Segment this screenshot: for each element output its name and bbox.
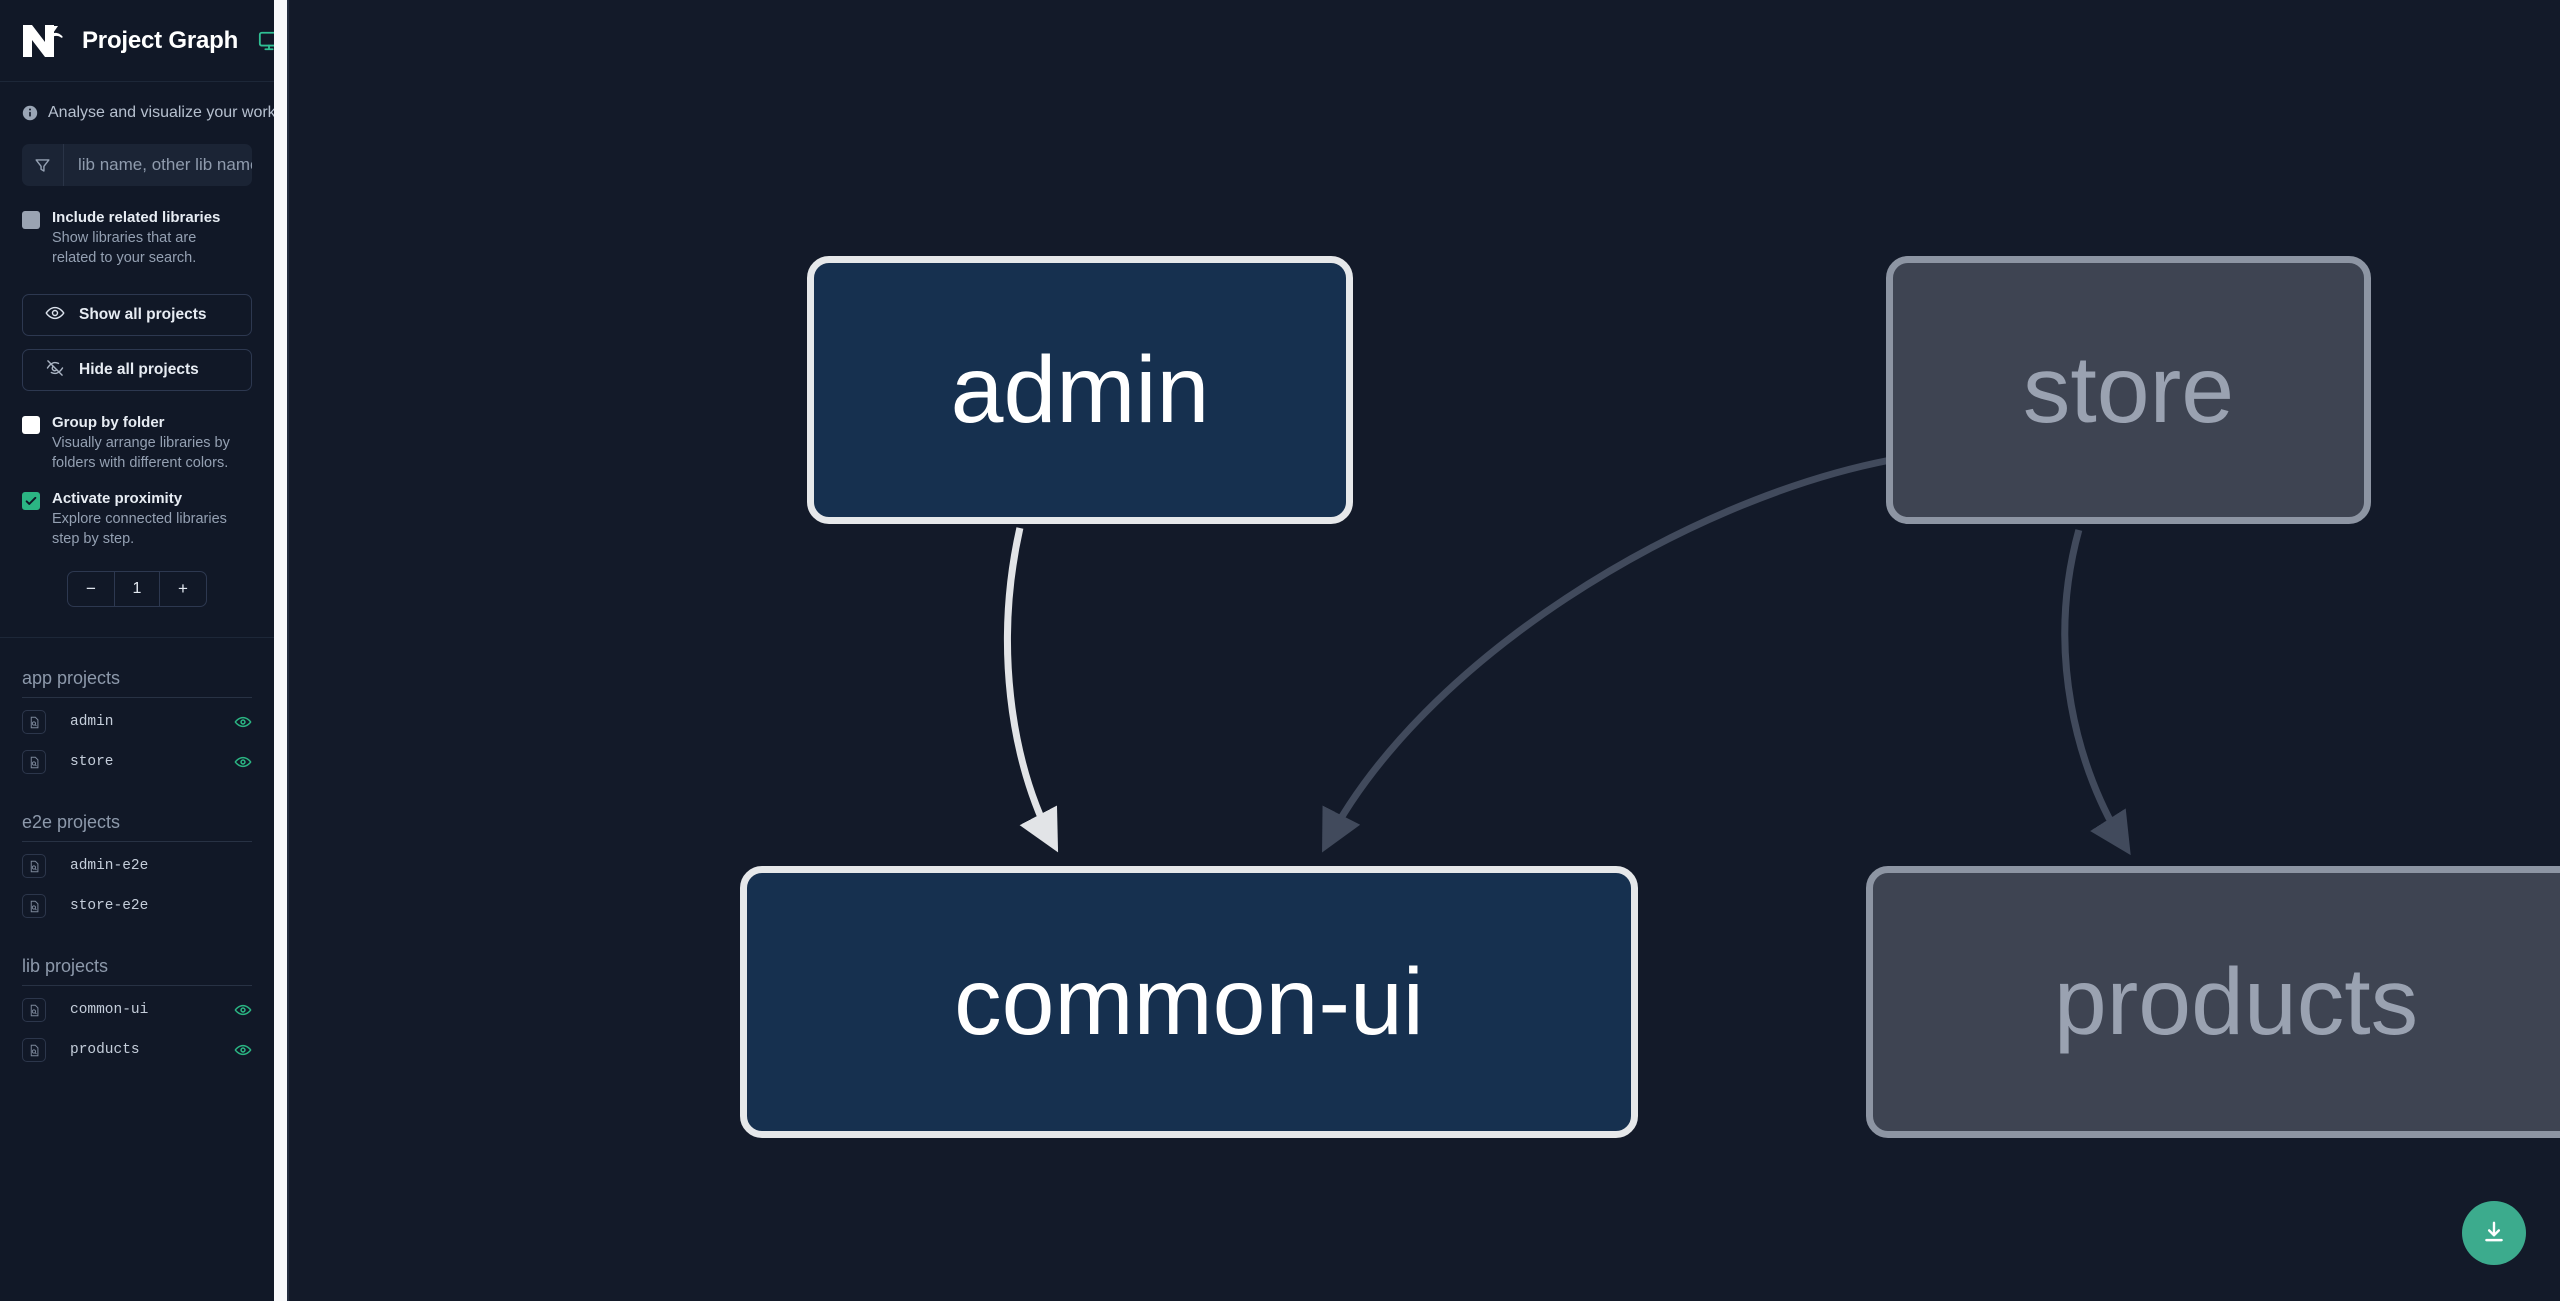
file-icon [22, 1038, 46, 1062]
option-label: Activate proximity [52, 490, 183, 507]
graph-node-label: store [2022, 336, 2235, 443]
file-icon [22, 854, 46, 878]
group-heading-e2e-projects: e2e projects [22, 782, 252, 842]
search-section [0, 122, 274, 186]
checkbox-activate-proximity[interactable] [22, 492, 40, 510]
edge-admin-to-common-ui [1004, 527, 1059, 853]
project-groups: app projects admin [0, 638, 274, 1301]
project-row-store-e2e[interactable]: store-e2e [22, 886, 252, 926]
sidebar: Project Graph Analyse and visualize your… [0, 0, 274, 1301]
eye-icon[interactable] [234, 713, 252, 731]
check-icon [25, 496, 37, 505]
edge-store-to-products [2061, 529, 2131, 856]
project-name: admin [70, 714, 114, 730]
tagline: Analyse and visualize your workspace. [0, 82, 274, 122]
proximity-increment-button[interactable]: + [178, 579, 188, 598]
eye-icon[interactable] [234, 753, 252, 771]
option-label: Group by folder [52, 414, 165, 431]
graph-node-admin[interactable]: admin [807, 256, 1353, 524]
info-icon [22, 105, 38, 121]
file-icon [22, 894, 46, 918]
option-label: Include related libraries [52, 209, 221, 226]
graph-node-products[interactable]: products [1866, 866, 2560, 1138]
sidebar-divider [0, 637, 274, 638]
checkbox-include-related-libraries[interactable] [22, 211, 40, 229]
group-heading-app-projects: app projects [22, 638, 252, 698]
nx-logo-icon [22, 21, 68, 61]
proximity-stepper-wrap: − 1 + [0, 571, 274, 607]
edge-store-to-common-ui [1322, 456, 1892, 853]
search-input[interactable] [64, 144, 252, 186]
monitor-icon[interactable] [258, 30, 274, 52]
graph-node-store[interactable]: store [1886, 256, 2371, 524]
eye-icon [45, 303, 65, 328]
project-row-common-ui[interactable]: common-ui [22, 990, 252, 1030]
sidebar-header: Project Graph [0, 0, 274, 82]
option-activate-proximity[interactable]: Activate proximity Explore connected lib… [0, 489, 274, 549]
project-name: store-e2e [70, 898, 149, 914]
graph-edges [1004, 456, 2131, 856]
project-name: products [70, 1042, 140, 1058]
option-include-related-libraries[interactable]: Include related libraries Show libraries… [0, 208, 274, 268]
sidebar-border [287, 0, 289, 1301]
eye-off-icon [45, 358, 65, 383]
tagline-text: Analyse and visualize your workspace. [48, 104, 274, 121]
hide-all-projects-button[interactable]: Hide all projects [22, 349, 252, 391]
checkbox-group-by-folder[interactable] [22, 416, 40, 434]
download-icon [2481, 1219, 2507, 1248]
graph-node-label: products [2053, 948, 2419, 1055]
proximity-decrement-button[interactable]: − [86, 579, 96, 598]
proximity-stepper[interactable]: − 1 + [67, 571, 207, 607]
page-title: Project Graph [82, 26, 239, 54]
file-icon [22, 750, 46, 774]
sidebar-scrollbar[interactable] [274, 0, 287, 1301]
option-group-by-folder[interactable]: Group by folder Visually arrange librari… [0, 413, 274, 473]
graph-node-label: admin [950, 336, 1210, 443]
project-row-products[interactable]: products [22, 1030, 252, 1070]
filter-icon-cell [22, 144, 64, 186]
project-row-admin-e2e[interactable]: admin-e2e [22, 846, 252, 886]
file-icon [22, 710, 46, 734]
graph-node-common-ui[interactable]: common-ui [740, 866, 1638, 1138]
file-icon [22, 998, 46, 1022]
project-name: admin-e2e [70, 858, 149, 874]
show-all-projects-label: Show all projects [79, 306, 207, 323]
search-box[interactable] [22, 144, 252, 186]
option-description: Explore connected libraries step by step… [52, 511, 227, 547]
option-description: Visually arrange libraries by folders wi… [52, 435, 230, 471]
project-row-store[interactable]: store [22, 742, 252, 782]
graph-node-label: common-ui [954, 948, 1424, 1055]
proximity-value: 1 [114, 572, 160, 606]
graph-canvas[interactable]: admin store common-ui products [274, 0, 2560, 1301]
show-all-projects-button[interactable]: Show all projects [22, 294, 252, 336]
hide-all-projects-label: Hide all projects [79, 361, 199, 378]
group-heading-lib-projects: lib projects [22, 926, 252, 986]
funnel-icon [33, 156, 52, 175]
project-name: common-ui [70, 1002, 149, 1018]
download-button[interactable] [2462, 1201, 2526, 1265]
visibility-buttons: Show all projects Hide all projects [0, 294, 274, 391]
project-row-admin[interactable]: admin [22, 702, 252, 742]
eye-icon[interactable] [234, 1001, 252, 1019]
eye-icon[interactable] [234, 1041, 252, 1059]
option-description: Show libraries that are related to your … [52, 230, 197, 266]
project-name: store [70, 754, 114, 770]
